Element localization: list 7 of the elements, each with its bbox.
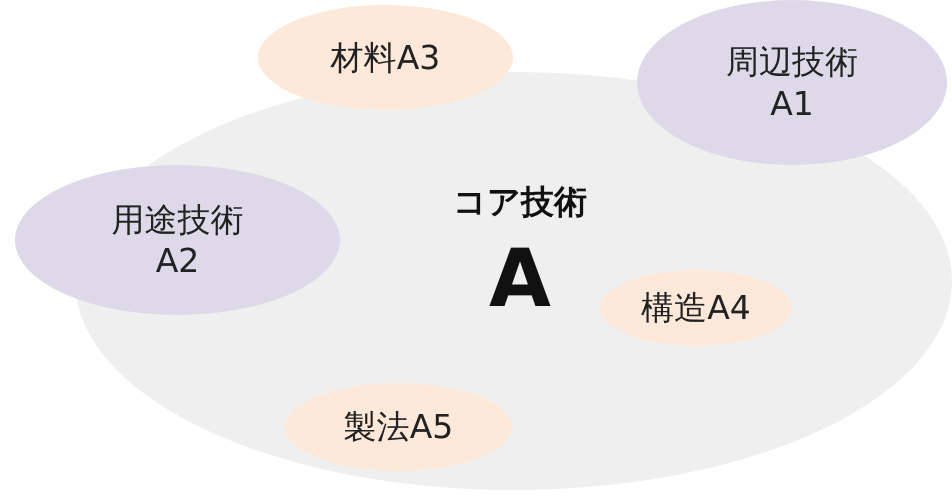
node-label: 用途技術A2 (110, 198, 244, 282)
heading: コア技術 (453, 181, 587, 223)
node-label: 材料A3 (330, 36, 442, 78)
node-label: 構造A4 (640, 287, 752, 329)
letter-label: A (489, 232, 551, 325)
node-label: 製法A5 (342, 406, 454, 448)
node-label: 周辺技術A1 (725, 41, 859, 124)
